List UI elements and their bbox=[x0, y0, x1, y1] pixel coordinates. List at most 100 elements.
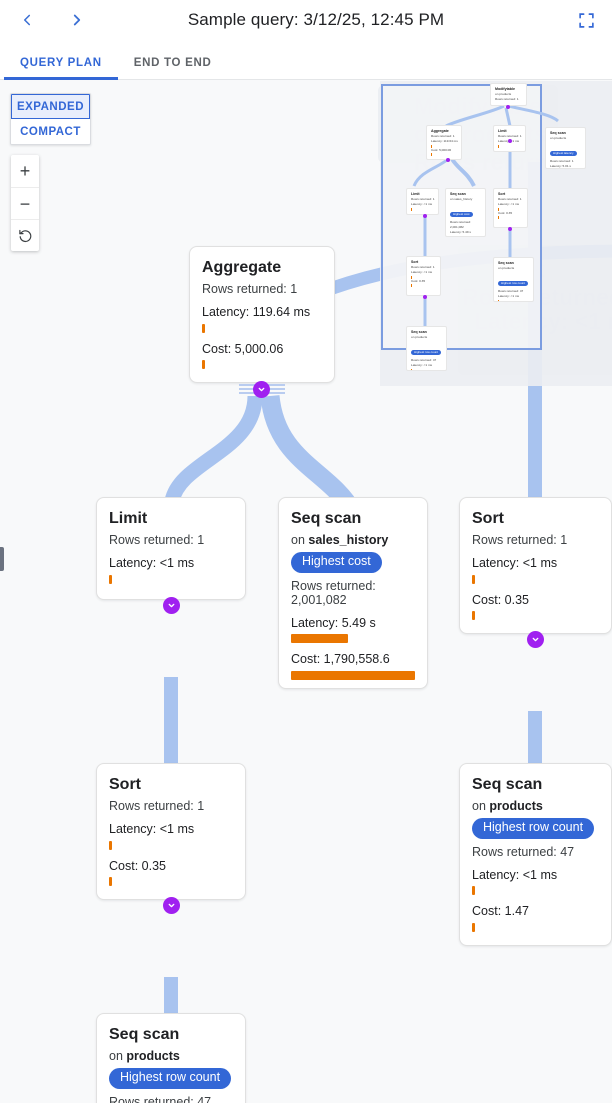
node-cost: Cost: 0.35 bbox=[472, 592, 529, 607]
mini-status-badge: Highest cost bbox=[450, 211, 473, 217]
node-sort-left[interactable]: Sort Rows returned: 1 Latency: <1 ms Cos… bbox=[96, 763, 246, 900]
mini-cost-bar bbox=[431, 153, 433, 156]
zoom-out-button[interactable]: − bbox=[11, 187, 39, 219]
mini-latency-bar bbox=[411, 368, 413, 370]
minimap[interactable]: Modifytable on products Rows returned: 1… bbox=[380, 81, 612, 386]
mini-node-line: Rows returned: 1 bbox=[550, 159, 574, 164]
mini-node-title: Seq scan bbox=[450, 192, 466, 196]
cost-bar bbox=[472, 611, 475, 621]
cost-bar bbox=[109, 877, 112, 887]
node-sort-right[interactable]: Sort Rows returned: 1 Latency: <1 ms Cos… bbox=[459, 497, 612, 634]
node-latency: Latency: 5.49 s bbox=[291, 615, 376, 630]
node-title: Limit bbox=[109, 510, 148, 527]
minimap-node-sort-left[interactable]: Sort Rows returned: 1 Latency: <1 ms Cos… bbox=[406, 256, 441, 296]
graph-canvas[interactable]: Modifytable on products Rows returned Li… bbox=[0, 81, 612, 1103]
mini-node-title: Limit bbox=[498, 129, 507, 133]
mini-node-line: Latency: 5.49 s bbox=[450, 229, 471, 234]
minimap-node-seqscan-bottom[interactable]: Seq scan on products Highest row count R… bbox=[406, 326, 447, 371]
minimap-collapse-dot[interactable] bbox=[446, 158, 450, 162]
minimap-node-seqscan-highest-latency[interactable]: Seq scan on products Highest latency Row… bbox=[545, 127, 586, 169]
minimap-node-limit-2[interactable]: Limit Rows returned: 1 Latency: <1 ms bbox=[406, 188, 439, 215]
latency-bar bbox=[291, 634, 348, 644]
latency-bar bbox=[109, 574, 112, 584]
node-seq-scan-sales-history[interactable]: Seq scan on sales_history Highest cost R… bbox=[278, 497, 428, 689]
collapse-button-sort-left[interactable] bbox=[163, 897, 180, 914]
minimap-node-aggregate[interactable]: Aggregate Rows returned: 1 Latency: 119.… bbox=[426, 125, 462, 160]
node-table-name: products bbox=[126, 1049, 180, 1063]
node-table-name: products bbox=[489, 799, 543, 813]
node-on-prefix: on bbox=[291, 533, 305, 547]
minimap-node-modifytable[interactable]: Modifytable on products Rows returned: 1 bbox=[490, 83, 527, 106]
tab-end-to-end[interactable]: END TO END bbox=[133, 57, 212, 69]
node-rows-returned: Rows returned: 1 bbox=[202, 282, 298, 296]
node-rows-returned: Rows returned: 1 bbox=[472, 533, 568, 547]
minimap-collapse-dot[interactable] bbox=[506, 105, 510, 109]
mini-latency-bar bbox=[498, 207, 500, 211]
node-latency: Latency: <1 ms bbox=[472, 867, 558, 882]
mini-status-badge: Highest row count bbox=[498, 280, 529, 286]
latency-bar bbox=[472, 574, 475, 584]
minimap-node-sort-top[interactable]: Sort Rows returned: 1 Latency: <1 ms Cos… bbox=[493, 188, 528, 228]
mini-latency-bar bbox=[411, 207, 413, 211]
mini-node-line: Rows returned: 47 bbox=[411, 358, 437, 363]
node-cost: Cost: 0.35 bbox=[109, 858, 166, 873]
minimap-node-seqscan-rowcount[interactable]: Seq scan on products Highest row count R… bbox=[493, 257, 534, 302]
collapse-button-sort-right[interactable] bbox=[527, 631, 544, 648]
node-cost: Cost: 1,790,558.6 bbox=[291, 652, 390, 667]
mini-node-line: Rows returned: 1 bbox=[498, 197, 522, 202]
mini-latency-bar bbox=[450, 235, 465, 236]
mini-node-line: Rows returned: 1 bbox=[498, 134, 522, 139]
node-latency: Latency: <1 ms bbox=[472, 556, 558, 570]
mini-node-line: Latency: <1 ms bbox=[498, 202, 520, 207]
mode-expanded-button[interactable]: EXPANDED bbox=[11, 94, 90, 119]
chevron-right-icon[interactable] bbox=[60, 3, 94, 37]
mini-node-title: Sort bbox=[498, 192, 506, 196]
node-title: Seq scan bbox=[472, 776, 543, 793]
mini-node-line: Rows returned: 1 bbox=[411, 197, 435, 202]
panel-resize-handle[interactable] bbox=[0, 547, 4, 571]
zoom-in-button[interactable]: + bbox=[19, 161, 31, 181]
mini-node-line: Latency: <1 ms bbox=[411, 202, 433, 207]
node-aggregate[interactable]: Aggregate Rows returned: 1 Latency: 119.… bbox=[189, 246, 335, 383]
node-latency: Latency: 119.64 ms bbox=[202, 305, 311, 319]
latency-bar bbox=[202, 323, 205, 333]
node-rows-returned: Rows returned: 2,001,082 bbox=[291, 578, 376, 607]
node-latency: Latency: <1 ms bbox=[109, 822, 195, 836]
reset-rotate-icon[interactable] bbox=[11, 219, 39, 251]
node-limit[interactable]: Limit Rows returned: 1 Latency: <1 ms bbox=[96, 497, 246, 600]
collapse-button-limit[interactable] bbox=[163, 597, 180, 614]
chevron-left-icon[interactable] bbox=[10, 3, 44, 37]
mode-compact-button[interactable]: COMPACT bbox=[11, 119, 90, 144]
node-on-prefix: on bbox=[109, 1049, 123, 1063]
minimap-collapse-dot[interactable] bbox=[423, 214, 427, 218]
mini-latency-bar bbox=[498, 299, 500, 301]
node-seq-scan-products-bottom[interactable]: Seq scan on products Highest row count R… bbox=[96, 1013, 246, 1103]
mini-status-badge: Highest latency bbox=[550, 150, 577, 156]
mini-node-line: Latency: <1 ms bbox=[411, 362, 433, 367]
node-title: Aggregate bbox=[202, 259, 282, 276]
minimap-node-seqscan-sales-history[interactable]: Seq scan on sales_history Highest cost R… bbox=[445, 188, 486, 237]
collapse-button-aggregate[interactable] bbox=[253, 381, 270, 398]
node-table: on products bbox=[109, 1049, 233, 1063]
tab-query-plan[interactable]: QUERY PLAN bbox=[4, 57, 118, 80]
cost-bar bbox=[472, 923, 475, 932]
mini-status-badge: Highest row count bbox=[411, 349, 442, 355]
mini-latency-bar bbox=[431, 144, 433, 148]
mini-node-line: Latency: <1 ms bbox=[411, 270, 433, 275]
node-cost: Cost: 1.47 bbox=[472, 904, 529, 919]
mini-node-line: on products bbox=[495, 92, 512, 97]
fullscreen-icon[interactable] bbox=[568, 2, 604, 38]
minimap-collapse-dot[interactable] bbox=[423, 295, 427, 299]
node-rows-returned: Rows returned: 1 bbox=[109, 799, 205, 813]
node-title: Seq scan bbox=[109, 1026, 180, 1043]
node-title: Sort bbox=[109, 776, 141, 793]
status-badge-highest-row-count: Highest row count bbox=[109, 1068, 232, 1089]
status-badge-highest-row-count: Highest row count bbox=[472, 818, 595, 839]
node-title: Sort bbox=[472, 510, 504, 527]
node-rows-returned: Rows returned: 47 bbox=[472, 844, 575, 859]
minimap-collapse-dot[interactable] bbox=[508, 227, 512, 231]
page-title: Sample query: 3/12/25, 12:45 PM bbox=[187, 10, 445, 29]
node-seq-scan-products-right[interactable]: Seq scan on products Highest row count R… bbox=[459, 763, 612, 946]
minimap-collapse-dot[interactable] bbox=[508, 139, 512, 143]
node-rows-returned: Rows returned: 47 bbox=[109, 1094, 212, 1103]
